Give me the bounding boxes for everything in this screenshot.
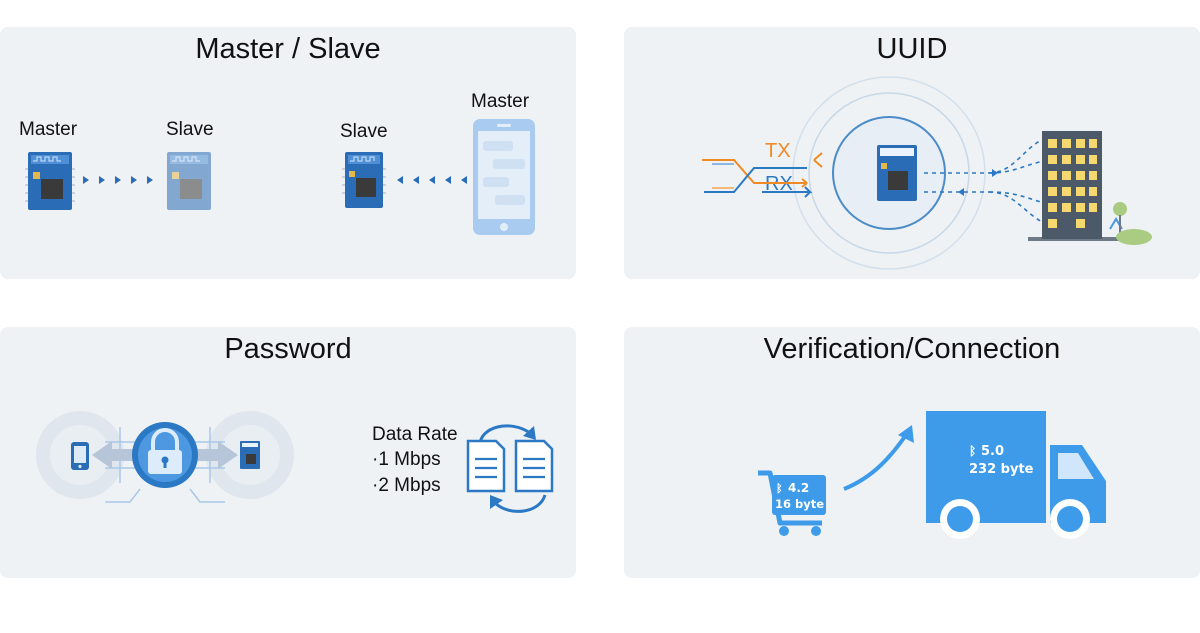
cart-version: 4.2 xyxy=(788,481,809,495)
data-rate-item-1: ·1 Mbps xyxy=(372,449,441,470)
truck-size: 232 byte xyxy=(969,462,1034,477)
ble-module-icon xyxy=(342,152,386,208)
smartphone-icon xyxy=(473,119,535,235)
password-panel: Password Data Rate ·1 Mbps ·2 Mbps xyxy=(0,327,576,578)
tx-rx-lines xyxy=(702,152,823,198)
arrow-left-icon xyxy=(92,441,140,469)
arrow-left-icon xyxy=(397,176,467,184)
svg-text:ᛒ: ᛒ xyxy=(776,482,783,495)
smartphone-icon xyxy=(71,442,89,470)
cart-size: 16 byte xyxy=(775,497,824,511)
master-slave-illustration xyxy=(25,119,535,235)
verification-illustration: ᛒ 4.2 16 byte ᛒ 5.0 232 byte xyxy=(758,411,1106,539)
lock-icon xyxy=(132,422,198,488)
master-label-2: Master xyxy=(471,91,530,112)
master-slave-panel: Master / Slave Master Slave Slave Master xyxy=(0,27,576,279)
tx-label: TX xyxy=(765,140,791,162)
master-label: Master xyxy=(19,119,78,140)
data-rate-item-2: ·2 Mbps xyxy=(372,475,441,496)
slave-label-2: Slave xyxy=(340,121,388,142)
ble-module-icon xyxy=(240,441,260,469)
verification-panel: Verification/Connection ᛒ 4.2 16 byte ᛒ xyxy=(624,327,1200,578)
panel-title: Verification/Connection xyxy=(763,333,1061,365)
arrow-right-icon xyxy=(83,176,153,184)
password-illustration xyxy=(36,411,554,513)
uuid-panel: UUID TX RX xyxy=(624,27,1200,279)
ble-module-icon xyxy=(877,145,917,201)
dashed-link-lines xyxy=(924,138,1045,224)
sync-documents-icon xyxy=(466,424,554,513)
shopping-cart-icon: ᛒ 4.2 16 byte xyxy=(758,470,826,536)
data-rate-heading: Data Rate xyxy=(372,424,458,445)
panel-title: UUID xyxy=(876,33,948,65)
svg-text:ᛒ: ᛒ xyxy=(969,444,976,458)
building-icon xyxy=(1028,131,1152,245)
arrow-right-icon xyxy=(190,441,238,469)
panel-title: Master / Slave xyxy=(195,33,381,65)
ble-module-icon xyxy=(25,152,75,210)
slave-label: Slave xyxy=(166,119,214,140)
truck-version: 5.0 xyxy=(981,444,1004,459)
truck-icon: ᛒ 5.0 232 byte xyxy=(926,411,1106,539)
upgrade-arrow-icon xyxy=(843,425,914,491)
ble-module-icon xyxy=(167,152,211,210)
uuid-illustration xyxy=(702,76,1152,270)
panel-title: Password xyxy=(224,333,352,365)
